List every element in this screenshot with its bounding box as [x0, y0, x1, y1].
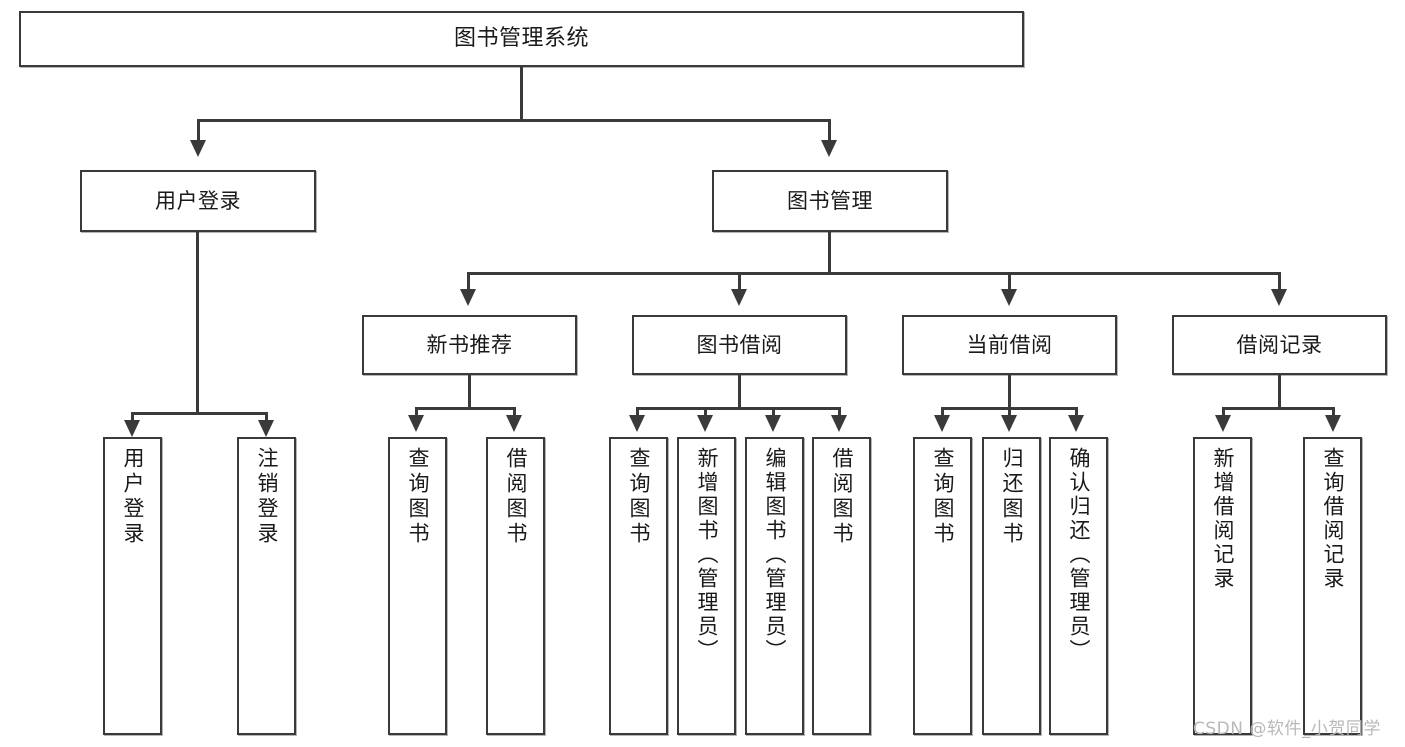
arrow-to-leaf-return-book: [1001, 415, 1017, 432]
arrow-to-new-book-recommend: [460, 289, 476, 306]
connector-borrow-record-drop-2: [1332, 407, 1335, 417]
connector-book-borrow-bus: [636, 407, 841, 410]
connector-user-login-drop-2: [265, 412, 268, 424]
arrow-to-book-borrow: [731, 289, 747, 306]
arrow-to-leaf-edit-book: [765, 415, 781, 432]
connector-book-mgmt-drop-2: [738, 272, 741, 292]
leaf-add-borrow-record[interactable]: 新增借阅记录: [1193, 437, 1252, 735]
node-label: 借阅图书: [830, 447, 854, 547]
connector-root-bus: [197, 119, 831, 122]
node-label: 查询图书: [627, 447, 651, 547]
leaf-confirm-return-admin[interactable]: 确认归还（管理员）: [1049, 437, 1108, 735]
arrow-to-leaf-query-book-1: [408, 415, 424, 432]
node-label: 借阅记录: [1236, 332, 1323, 357]
connector-root-drop-right: [828, 119, 831, 144]
connector-book-borrow-drop-4: [838, 407, 841, 417]
leaf-borrow-book-recommend[interactable]: 借阅图书: [486, 437, 545, 735]
node-book-borrow[interactable]: 图书借阅: [632, 315, 847, 375]
node-root-system[interactable]: 图书管理系统: [19, 11, 1024, 67]
arrow-to-leaf-add-record: [1215, 415, 1231, 432]
connector-book-borrow-drop-3: [772, 407, 775, 417]
node-label: 当前借阅: [966, 332, 1053, 357]
connector-book-mgmt-drop-1: [467, 272, 470, 292]
node-user-login[interactable]: 用户登录: [80, 170, 316, 232]
leaf-borrow-book[interactable]: 借阅图书: [812, 437, 871, 735]
connector-root-drop-left: [197, 119, 200, 144]
node-borrow-record[interactable]: 借阅记录: [1172, 315, 1387, 375]
node-label: 归还图书: [1000, 447, 1024, 547]
arrow-to-leaf-borrow-book-2: [831, 415, 847, 432]
connector-borrow-record-stem: [1278, 375, 1281, 407]
node-label: 查询图书: [931, 447, 955, 547]
arrow-to-leaf-logout: [258, 420, 274, 437]
connector-book-borrow-drop-2: [704, 407, 707, 417]
leaf-user-login[interactable]: 用户登录: [103, 437, 162, 735]
node-new-book-recommend[interactable]: 新书推荐: [362, 315, 577, 375]
connector-user-login-stem: [196, 232, 199, 412]
connector-current-borrow-drop-1: [941, 407, 944, 417]
connector-borrow-record-bus: [1222, 407, 1335, 410]
node-label: 图书借阅: [696, 332, 783, 357]
leaf-add-book-admin[interactable]: 新增图书（管理员）: [677, 437, 736, 735]
connector-book-borrow-drop-1: [636, 407, 639, 417]
leaf-query-borrow-record[interactable]: 查询借阅记录: [1303, 437, 1362, 735]
leaf-return-book[interactable]: 归还图书: [982, 437, 1041, 735]
arrow-to-leaf-add-book: [697, 415, 713, 432]
arrow-to-leaf-borrow-book-1: [506, 415, 522, 432]
arrow-to-leaf-user-login: [124, 420, 140, 437]
arrow-to-book-management: [821, 140, 837, 157]
connector-book-borrow-stem: [738, 375, 741, 407]
connector-book-mgmt-bus: [467, 272, 1281, 275]
node-label: 编辑图书（管理员）: [763, 447, 787, 663]
arrow-to-borrow-record: [1271, 289, 1287, 306]
connector-current-borrow-drop-2: [1008, 407, 1011, 417]
connector-user-login-bus: [131, 412, 268, 415]
node-label: 用户登录: [121, 447, 145, 547]
connector-new-book-drop-2: [513, 407, 516, 417]
connector-current-borrow-drop-3: [1075, 407, 1078, 417]
leaf-edit-book-admin[interactable]: 编辑图书（管理员）: [745, 437, 804, 735]
node-current-borrow[interactable]: 当前借阅: [902, 315, 1117, 375]
node-label: 图书管理系统: [453, 26, 589, 52]
connector-book-mgmt-stem: [828, 232, 831, 272]
node-label: 用户登录: [155, 188, 241, 213]
arrow-to-current-borrow: [1001, 289, 1017, 306]
node-label: 新增图书（管理员）: [695, 447, 719, 663]
arrow-to-leaf-query-book-2: [629, 415, 645, 432]
node-label: 借阅图书: [504, 447, 528, 547]
node-label: 查询借阅记录: [1321, 447, 1345, 591]
csdn-watermark: CSDN @软件_小贺同学: [1193, 719, 1381, 739]
connector-book-mgmt-drop-4: [1278, 272, 1281, 292]
arrow-to-leaf-confirm-return: [1068, 415, 1084, 432]
connector-user-login-drop-1: [131, 412, 134, 424]
connector-current-borrow-stem: [1008, 375, 1011, 407]
connector-borrow-record-drop-1: [1222, 407, 1225, 417]
node-book-management[interactable]: 图书管理: [712, 170, 948, 232]
node-label: 注销登录: [255, 447, 279, 547]
arrow-to-leaf-query-record: [1325, 415, 1341, 432]
connector-new-book-stem: [468, 375, 471, 407]
node-label: 新增借阅记录: [1211, 447, 1235, 591]
node-label: 查询图书: [406, 447, 430, 547]
node-label: 图书管理: [787, 188, 873, 213]
node-label: 确认归还（管理员）: [1067, 447, 1091, 663]
leaf-logout[interactable]: 注销登录: [237, 437, 296, 735]
connector-new-book-bus: [415, 407, 516, 410]
node-label: 新书推荐: [426, 332, 513, 357]
connector-book-mgmt-drop-3: [1008, 272, 1011, 292]
connector-new-book-drop-1: [415, 407, 418, 417]
leaf-query-book-recommend[interactable]: 查询图书: [388, 437, 447, 735]
leaf-query-book-current[interactable]: 查询图书: [913, 437, 972, 735]
arrow-to-leaf-query-book-3: [934, 415, 950, 432]
arrow-to-user-login: [190, 140, 206, 157]
connector-root-stem: [520, 67, 523, 119]
leaf-query-book-borrow[interactable]: 查询图书: [609, 437, 668, 735]
